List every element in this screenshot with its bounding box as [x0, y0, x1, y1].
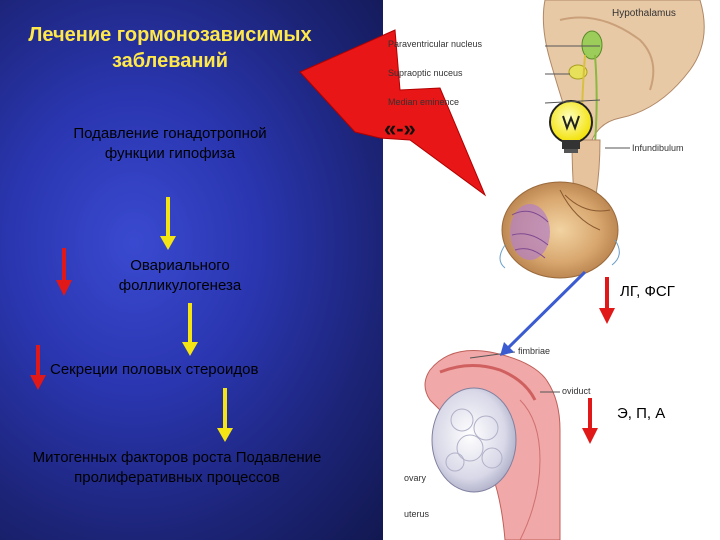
label-median-eminence: Median eminence	[388, 97, 460, 107]
slide-title: Лечение гормонозависимых заблеваний	[28, 24, 312, 72]
yellow-arrow-1	[160, 197, 176, 250]
hypothalamus-drawing	[542, 0, 705, 191]
reproductive-organs-drawing	[424, 349, 561, 540]
label-oviduct: oviduct	[562, 386, 591, 396]
step-suppression: Подавление гонадотропной функции гипофиз…	[73, 125, 267, 162]
step-mitogenic: Митогенных факторов роста Подавление про…	[32, 449, 322, 486]
label-ovary: ovary	[404, 473, 427, 483]
pituitary-gland-drawing	[499, 181, 620, 279]
label-hypothalamus: Hypothalamus	[612, 8, 676, 19]
step-ovarian: Овариального фолликулогенеза	[118, 257, 242, 294]
label-uterus: uterus	[404, 509, 430, 519]
step-secretion: Секреции половых стероидов	[50, 361, 259, 378]
yellow-arrow-3	[217, 388, 233, 442]
lightning-bolt-icon	[299, 29, 487, 197]
blue-arrow	[500, 270, 587, 356]
label-fimbriae: fimbriae	[518, 346, 551, 356]
lightbulb-icon	[549, 100, 593, 153]
red-arrow-ovarian	[56, 248, 72, 296]
antagonist-mark: «-»	[384, 116, 416, 141]
label-supraoptic: Supraoptic nuceus	[388, 68, 463, 78]
hormones-gonadotropins: ЛГ, ФСГ	[620, 283, 675, 300]
label-infundibulum: Infundibulum	[632, 143, 684, 153]
hormones-steroids: Э, П, А	[617, 405, 666, 422]
label-paraventricular: Paraventricular nucleus	[388, 39, 483, 49]
red-arrow-secretion	[30, 345, 46, 390]
red-arrow-gonadotropins	[599, 277, 615, 324]
red-arrow-steroids	[582, 398, 598, 444]
yellow-arrow-2	[182, 303, 198, 356]
